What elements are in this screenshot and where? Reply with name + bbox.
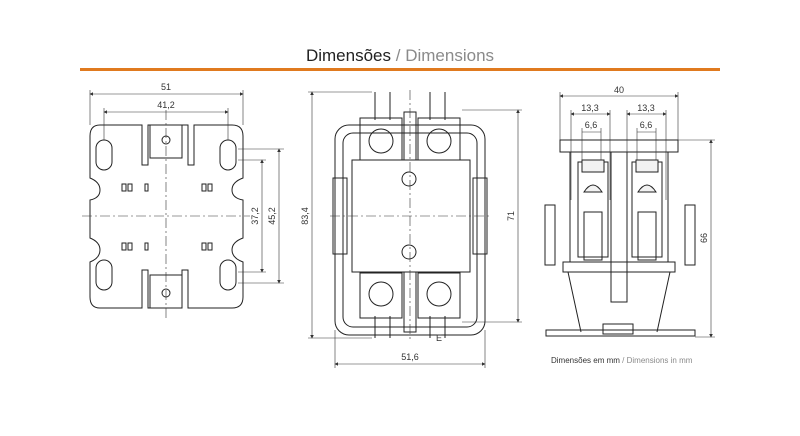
dim-side-width: 40 — [614, 85, 624, 95]
dim-screw-width-1: 6,6 — [585, 120, 598, 130]
units-note-en: Dimensions in mm — [626, 356, 693, 365]
dim-pole-width-1: 13,3 — [581, 103, 599, 113]
dim-pole-width-2: 13,3 — [637, 103, 655, 113]
title-underline — [80, 68, 720, 71]
units-note-pt: Dimensões em mm — [551, 356, 620, 365]
front-view: 83,4 71 51,6 E — [300, 90, 522, 368]
dim-width-51: 51 — [161, 82, 171, 92]
dim-body-height: 71 — [506, 211, 516, 221]
dim-total-height: 83,4 — [300, 207, 310, 225]
dim-inner-height: 37,2 — [250, 207, 260, 225]
dim-screw-width-2: 6,6 — [640, 120, 653, 130]
title-en: Dimensions — [405, 46, 495, 65]
title-separator: / — [395, 46, 401, 65]
units-note: Dimensões em mm / Dimensions in mm — [551, 356, 692, 365]
units-note-separator: / — [622, 356, 625, 365]
terminal-label: E — [436, 333, 442, 343]
dim-hole-spacing: 41,2 — [157, 100, 175, 110]
side-view: 40 13,3 13,3 6,6 6,6 66 — [544, 85, 715, 338]
dim-body-width: 51,6 — [401, 352, 419, 362]
bottom-view: 51 41,2 37,2 45,2 — [82, 82, 284, 320]
dim-outer-height: 45,2 — [267, 207, 277, 225]
dim-side-height: 66 — [699, 233, 709, 243]
section-title: Dimensões / Dimensions — [0, 46, 800, 66]
title-pt: Dimensões — [305, 46, 392, 65]
